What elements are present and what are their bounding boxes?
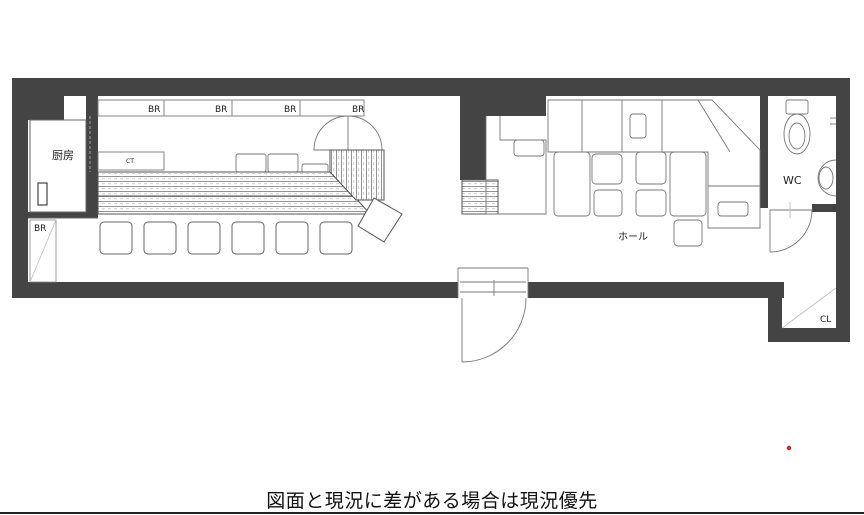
hall-chair [593, 189, 623, 217]
bar-counter [97, 149, 403, 243]
column-wood-trim [461, 179, 499, 215]
hall-table [635, 151, 667, 185]
wc-sink [817, 159, 837, 197]
wc-room [769, 99, 837, 253]
hall-table [669, 151, 707, 217]
bench-pad [513, 139, 545, 157]
counter-end-chair [357, 197, 403, 243]
wall-top [12, 78, 850, 96]
wall-cl-bottom [768, 328, 850, 342]
stool [275, 221, 309, 255]
stool [143, 221, 177, 255]
bar-stools [99, 221, 353, 255]
wall-kitchen-right [86, 96, 98, 218]
hall-table [553, 151, 591, 217]
ct-label: CT [126, 158, 134, 165]
stool [231, 221, 265, 255]
entrance-door [457, 267, 529, 363]
br-label-1: BR [148, 105, 160, 115]
br-left-label: BR [34, 224, 46, 234]
kitchen-area: 厨房 [28, 119, 98, 219]
wall-kitchen-bottom [28, 212, 98, 218]
closet-cl: CL [781, 287, 837, 329]
toilet-bowl [783, 113, 811, 155]
storage-br-left: BR [29, 219, 57, 283]
hall-chair [635, 189, 667, 217]
accent-dot [786, 445, 792, 451]
kitchen-appliance [37, 182, 48, 206]
br-label-4: BR [352, 105, 364, 115]
br-label-2: BR [215, 105, 227, 115]
toilet-tank [785, 99, 809, 115]
kitchen-label: 厨房 [52, 149, 74, 162]
hall-chair [673, 219, 703, 247]
walls [12, 78, 850, 342]
wall-bottom-left [12, 282, 458, 298]
wall-kitchen-top [28, 96, 64, 120]
bench-pad [717, 201, 749, 217]
br-top-labels: BR BR BR BR [148, 105, 364, 115]
wall-right [836, 78, 850, 342]
wc-label: WC [783, 174, 802, 187]
br-label-3: BR [284, 105, 296, 115]
wall-bottom-right [528, 282, 784, 298]
hall-label: ホール [618, 231, 648, 243]
cl-label: CL [820, 315, 831, 325]
stool [187, 221, 221, 255]
round-counter [313, 115, 383, 151]
wall-wc-left [760, 96, 768, 208]
wall-left [12, 78, 28, 298]
wall-cl-left [768, 282, 782, 342]
bar-equipment [235, 153, 329, 175]
caption-underline [0, 512, 864, 514]
plan-caption: 図面と現況に差がある場合は現況優先 [266, 490, 598, 512]
stool [99, 221, 133, 255]
back-shelves [97, 99, 365, 117]
hall-chair [591, 153, 623, 185]
bench-pad [629, 113, 647, 139]
wall-column-stem [460, 96, 486, 180]
wall-wc-bottom [812, 204, 836, 212]
stool [319, 221, 353, 255]
ct-counter: CT [97, 151, 165, 171]
hall-seating [485, 99, 761, 247]
